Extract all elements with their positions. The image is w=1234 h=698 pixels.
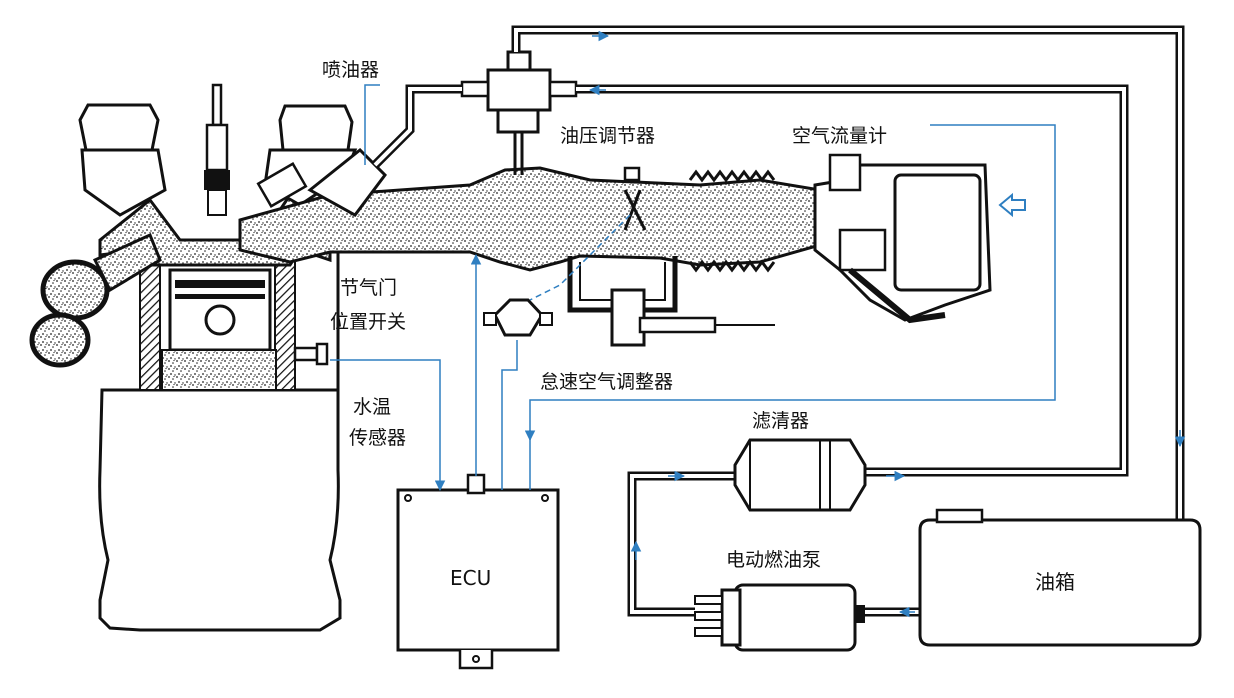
airflow-arrow-icon (998, 192, 1026, 218)
airflow-meter-label: 空气流量计 (792, 125, 888, 147)
throttle-switch-label-line1: 节气门 (340, 277, 398, 299)
coolant-sensor-label-line1: 水温 (353, 396, 392, 418)
pressure-regulator-label: 油压调节器 (560, 125, 656, 147)
fuel-tank-label: 油箱 (1035, 570, 1075, 594)
idle-air-valve-label: 怠速空气调整器 (540, 371, 674, 393)
engine-block (29, 83, 358, 632)
filter-label: 滤清器 (752, 410, 810, 432)
flow-arrows (588, 30, 1186, 618)
airflow-meter (813, 153, 1026, 324)
ecu-label: ECU (450, 566, 492, 590)
fuel-pump-label: 电动燃油泵 (726, 549, 822, 571)
ecu-box (396, 473, 560, 670)
fuel-pump (694, 583, 865, 652)
coolant-sensor-label-line2: 传感器 (349, 427, 407, 449)
fuel-tank (918, 508, 1202, 647)
throttle-position-switch (483, 298, 553, 337)
pressure-regulator (460, 50, 578, 175)
injector-label: 喷油器 (322, 59, 380, 81)
fuel-filter (733, 438, 867, 512)
throttle-switch-label-line2: 位置开关 (330, 311, 407, 333)
signal-lines (330, 84, 1056, 492)
